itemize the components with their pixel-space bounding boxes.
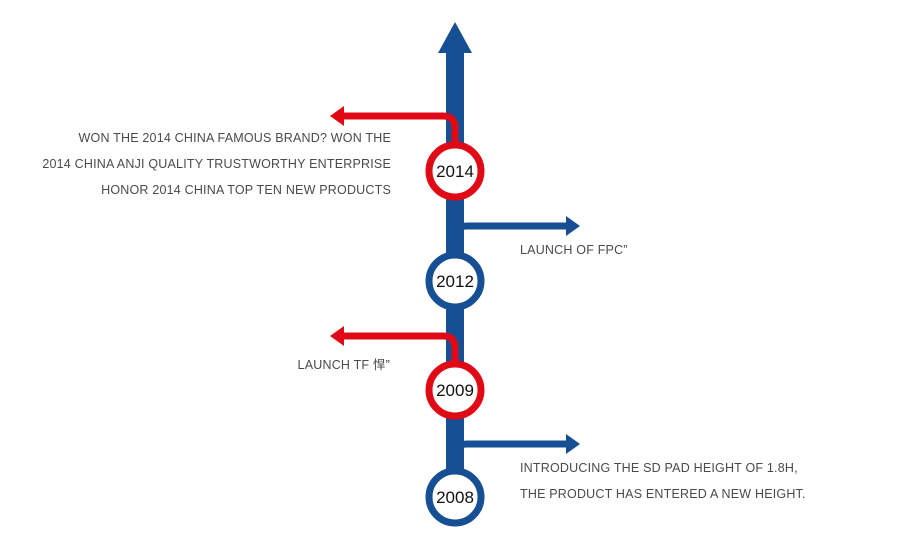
milestone-2008-description: INTRODUCING THE SD PAD HEIGHT OF 1.8H, T… bbox=[520, 455, 806, 507]
milestone-2008-line-1: INTRODUCING THE SD PAD HEIGHT OF 1.8H, bbox=[520, 461, 798, 475]
milestone-2014-line-1: WON THE 2014 CHINA FAMOUS BRAND? WON THE bbox=[78, 131, 391, 145]
branch-2008-arrow-icon bbox=[566, 434, 580, 454]
year-2008: 2008 bbox=[436, 488, 474, 507]
milestone-2009-circle: 2009 bbox=[425, 360, 485, 420]
branch-2012-connector bbox=[451, 222, 567, 260]
milestone-2014-description: WON THE 2014 CHINA FAMOUS BRAND? WON THE… bbox=[42, 125, 391, 203]
branch-2014-connector bbox=[343, 112, 459, 150]
branch-2012-arrow-icon bbox=[566, 216, 580, 236]
milestone-2014-line-2: 2014 CHINA ANJI QUALITY TRUSTWORTHY ENTE… bbox=[42, 157, 391, 171]
milestone-2012-line-1: LAUNCH OF FPC” bbox=[520, 243, 628, 257]
milestone-2014-line-3: HONOR 2014 CHINA TOP TEN NEW PRODUCTS bbox=[101, 183, 391, 197]
branch-2014-arrow-icon bbox=[330, 106, 344, 126]
milestone-2009-line-1: LAUNCH TF 悍” bbox=[297, 358, 390, 372]
year-2014: 2014 bbox=[436, 162, 474, 181]
year-2009: 2009 bbox=[436, 381, 474, 400]
milestone-2009-description: LAUNCH TF 悍” bbox=[298, 352, 390, 378]
milestone-2008-circle: 2008 bbox=[425, 467, 485, 527]
milestone-2012-circle: 2012 bbox=[425, 251, 485, 311]
branch-2009-arrow-icon bbox=[330, 326, 344, 346]
milestone-2012-description: LAUNCH OF FPC” bbox=[520, 237, 628, 263]
year-2012: 2012 bbox=[436, 272, 474, 291]
milestone-2014-circle: 2014 bbox=[425, 141, 485, 201]
timeline-up-arrow-icon bbox=[438, 22, 472, 53]
branch-2009-connector bbox=[343, 332, 459, 370]
milestone-2008-line-2: THE PRODUCT HAS ENTERED A NEW HEIGHT. bbox=[520, 487, 806, 501]
branch-2008-connector bbox=[451, 440, 567, 478]
